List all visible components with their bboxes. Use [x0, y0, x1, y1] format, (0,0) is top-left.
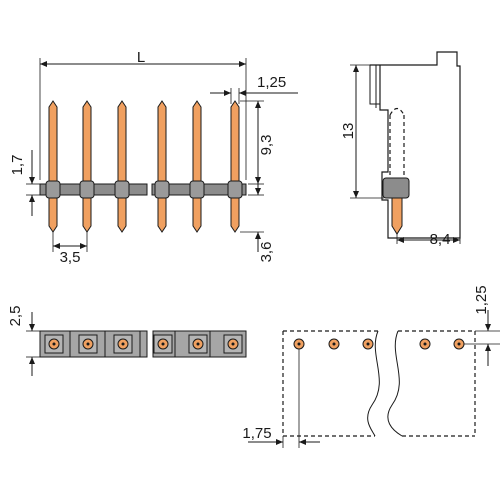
depth-label: 8,4 [430, 231, 451, 248]
housing-strip-front [39, 180, 247, 199]
pin [230, 100, 240, 233]
pin [117, 100, 127, 233]
length-label: L [137, 49, 145, 66]
pin-offset-label: 1,25 [257, 74, 286, 91]
pitch-label: 3,5 [60, 249, 81, 266]
pin-row-front [48, 100, 240, 233]
height-label: 13 [340, 123, 357, 140]
footprint-holes [293, 338, 465, 350]
lower-pin-label: 3,6 [258, 242, 275, 263]
top-pin-row [44, 334, 243, 354]
front-view: L 1,25 9,3 3,6 1,7 3,5 [9, 49, 298, 266]
hole-offset-label: 1,25 [473, 285, 490, 314]
footprint-view: 1,25 1,75 [242, 285, 500, 448]
edge-offset-label: 1,75 [242, 425, 271, 442]
housing-height-label: 2,5 [7, 306, 24, 327]
pin [192, 100, 202, 233]
pin [48, 100, 58, 233]
upper-pin-label: 9,3 [258, 135, 275, 156]
pin [157, 100, 167, 233]
top-view: 2,5 [7, 306, 247, 376]
housing-offset-label: 1,7 [9, 155, 26, 176]
pin [82, 100, 92, 233]
side-view: 13 8,4 [340, 51, 461, 248]
